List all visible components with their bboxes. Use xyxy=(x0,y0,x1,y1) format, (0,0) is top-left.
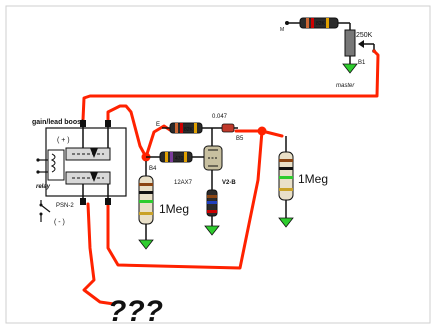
junction-b5 xyxy=(257,126,267,136)
switch-icon[interactable] xyxy=(39,200,51,222)
resistor-1meg-right xyxy=(278,136,294,228)
question-annotation: ??? xyxy=(108,295,163,328)
master-label: master xyxy=(336,83,355,89)
ground-icon xyxy=(342,63,358,74)
wire-question xyxy=(82,202,116,306)
master-resistor-label: 82K xyxy=(316,21,326,27)
tube-icon xyxy=(203,145,223,171)
wire-relay-to-b4 xyxy=(106,104,148,159)
plate-section: E 82K 0.047 B5 xyxy=(156,114,244,146)
b5-label: B5 xyxy=(236,136,244,142)
tube-section: V2-B xyxy=(222,180,236,186)
relay-coil-icon xyxy=(47,149,65,181)
relay-block: gain/lead boost ( + ) relay xyxy=(32,119,127,205)
grid-resistor xyxy=(146,151,204,163)
resistor-1meg-right-label: 1Meg xyxy=(298,172,328,186)
plus-terminal-label: ( + ) xyxy=(57,137,70,144)
master-pot-pin: B1 xyxy=(358,60,366,66)
capacitor-icon xyxy=(221,123,235,133)
resistor-1meg-left xyxy=(138,161,154,250)
ground-icon xyxy=(138,239,154,250)
gain-lead-boost-label: gain/lead boost xyxy=(32,119,84,126)
wire-return-loop xyxy=(106,129,264,270)
relay-label: relay xyxy=(36,184,51,190)
minus-terminal-label: ( - ) xyxy=(54,219,65,226)
red-wires xyxy=(81,49,380,306)
ground-icon xyxy=(204,225,220,236)
b4-label: B4 xyxy=(149,166,157,172)
plate-resistor-label: 82K xyxy=(184,127,194,133)
cap-label: 0.047 xyxy=(212,114,228,120)
master-section: 82K 250K B1 master M xyxy=(280,17,376,89)
node-e-label: E xyxy=(156,122,160,128)
resistor-1meg-left-label: 1Meg xyxy=(159,202,189,216)
master-pot-value: 250K xyxy=(356,32,373,39)
tube-name: 12AX7 xyxy=(174,180,193,186)
diagram-border xyxy=(5,5,431,324)
cathode-resistor xyxy=(204,170,220,236)
switch-name: PSN-2 xyxy=(56,203,74,209)
grid-resistor-label: 470 xyxy=(175,156,184,162)
ground-icon xyxy=(278,217,294,228)
wire-master-to-relay xyxy=(81,49,380,122)
master-node-label: M xyxy=(280,27,284,33)
